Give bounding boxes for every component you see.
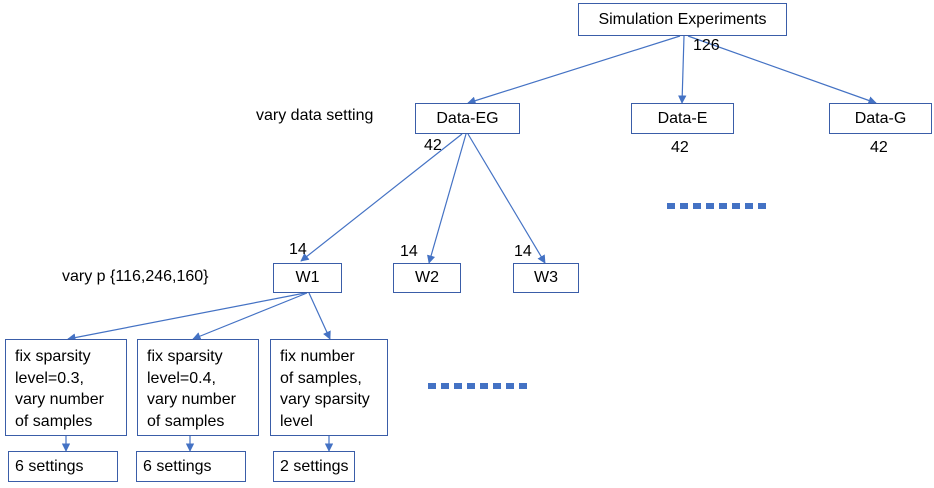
node-simulation-experiments: Simulation Experiments	[578, 3, 787, 36]
count-root: 126	[693, 37, 720, 54]
node-w1: W1	[273, 263, 342, 293]
node-data-e: Data-E	[631, 103, 734, 134]
count-data-g: 42	[870, 139, 888, 156]
result-sparsity-03: 6 settings	[8, 451, 118, 482]
node-data-eg: Data-EG	[415, 103, 520, 134]
arrow-data-eg-to-w2	[427, 133, 467, 264]
result-sparsity-04: 6 settings	[136, 451, 246, 482]
row-label-vary-data-setting: vary data setting	[256, 107, 374, 124]
ellipsis-more-settings	[428, 383, 527, 389]
count-w3: 14	[514, 243, 532, 260]
arrow-root-to-data-e	[678, 35, 687, 104]
node-w2: W2	[393, 263, 461, 293]
count-w2: 14	[400, 243, 418, 260]
arrow-root-to-data-eg	[467, 35, 681, 105]
arrow-data-eg-to-w1	[300, 133, 463, 262]
arrow-root-to-data-g	[687, 35, 877, 105]
row-label-vary-p: vary p {116,246,160}	[62, 268, 209, 285]
node-fix-sparsity-03: fix sparsity level=0.3, vary number of s…	[5, 339, 127, 436]
arrow-data-eg-to-w3	[467, 133, 546, 264]
node-data-g: Data-G	[829, 103, 932, 134]
count-data-eg: 42	[424, 137, 442, 154]
arrow-w1-to-fix-samples	[308, 292, 331, 340]
node-fix-sparsity-04: fix sparsity level=0.4, vary number of s…	[137, 339, 259, 436]
count-w1: 14	[289, 241, 307, 258]
arrow-w1-to-sparsity-04	[192, 292, 308, 341]
node-w3: W3	[513, 263, 579, 293]
result-fix-samples: 2 settings	[273, 451, 355, 482]
node-fix-number-of-samples: fix number of samples, vary sparsity lev…	[270, 339, 388, 436]
count-data-e: 42	[671, 139, 689, 156]
ellipsis-more-data-settings	[667, 203, 766, 209]
arrow-w1-to-sparsity-03	[67, 292, 306, 342]
